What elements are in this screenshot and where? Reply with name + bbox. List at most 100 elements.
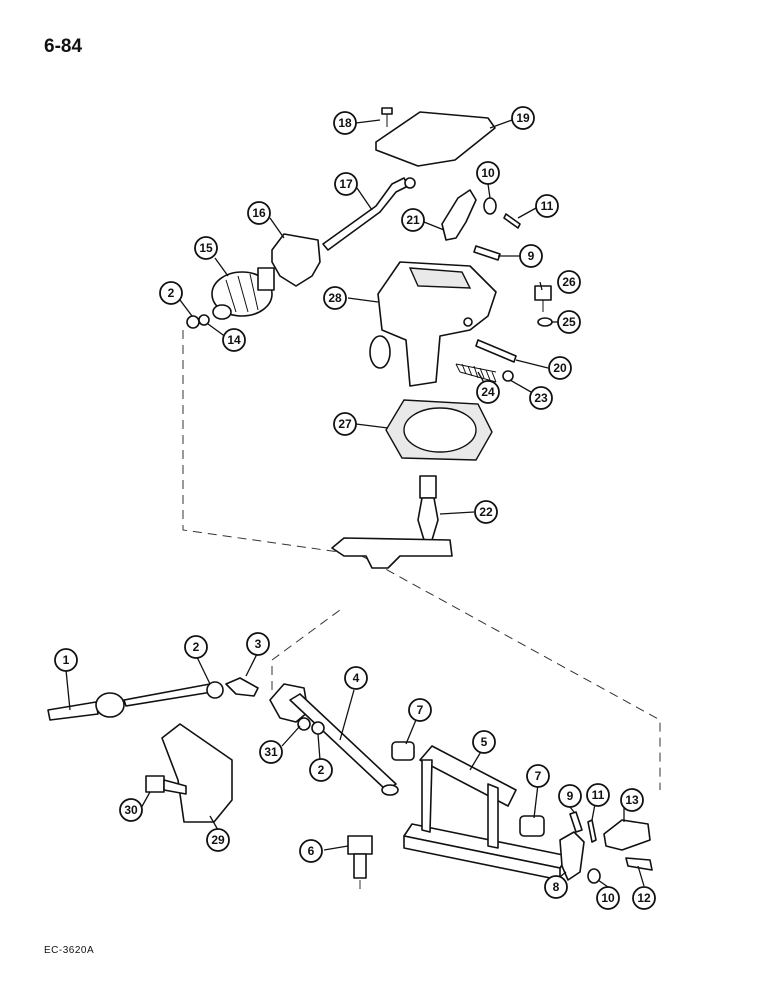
callout-27: 27 [333, 412, 357, 436]
page-number: 6-84 [44, 36, 83, 57]
callout-19: 19 [511, 106, 535, 130]
svg-text:26: 26 [562, 275, 576, 289]
nut-part-2-lower [206, 681, 224, 699]
callout-2-lower: 2 [184, 635, 208, 659]
svg-text:21: 21 [406, 213, 420, 227]
svg-text:30: 30 [124, 803, 138, 817]
callout-leaders [65, 119, 645, 888]
callout-11-lower: 11 [586, 783, 610, 807]
callout-16: 16 [247, 201, 271, 225]
nut-part-2-upper [186, 315, 200, 329]
svg-text:20: 20 [553, 361, 567, 375]
split-pin-part-11-upper [503, 213, 521, 229]
bolt-part-6 [347, 835, 373, 879]
svg-text:25: 25 [562, 315, 576, 329]
callout-21: 21 [401, 208, 425, 232]
svg-text:13: 13 [625, 793, 639, 807]
svg-text:27: 27 [338, 417, 352, 431]
svg-text:4: 4 [353, 671, 360, 685]
svg-text:5: 5 [481, 735, 488, 749]
callout-14: 14 [222, 328, 246, 352]
svg-text:16: 16 [252, 206, 266, 220]
pin-part-20 [475, 339, 517, 363]
callout-17: 17 [334, 172, 358, 196]
callout-23: 23 [529, 386, 553, 410]
lever-part-8 [559, 831, 585, 881]
svg-text:31: 31 [264, 745, 278, 759]
svg-text:18: 18 [338, 116, 352, 130]
svg-text:28: 28 [328, 291, 342, 305]
spring-part-24 [455, 363, 497, 383]
svg-text:11: 11 [541, 199, 554, 213]
bushing-part-7-left [391, 741, 415, 761]
callout-12: 12 [632, 886, 656, 910]
rubber-boot-part-15 [211, 267, 275, 320]
svg-text:15: 15 [199, 241, 213, 255]
gear-housing-part-28 [369, 261, 497, 387]
cover-plate-part-19 [375, 111, 496, 167]
svg-text:3: 3 [255, 637, 262, 651]
svg-text:23: 23 [534, 391, 548, 405]
svg-text:2: 2 [168, 286, 175, 300]
svg-text:7: 7 [535, 769, 542, 783]
svg-text:17: 17 [339, 177, 353, 191]
callout-7-right: 7 [526, 764, 550, 788]
svg-text:14: 14 [227, 333, 241, 347]
svg-text:2: 2 [318, 763, 325, 777]
clevis-part-13 [603, 819, 651, 851]
shift-rod-part-17 [322, 177, 416, 251]
svg-text:9: 9 [567, 789, 574, 803]
callout-1: 1 [54, 648, 78, 672]
bolt-part-30 [145, 775, 187, 795]
callout-24: 24 [476, 380, 500, 404]
svg-text:9: 9 [528, 249, 535, 263]
callout-25: 25 [557, 310, 581, 334]
svg-text:24: 24 [481, 385, 495, 399]
cable-part-1 [47, 683, 213, 721]
gasket-part-27 [385, 399, 493, 461]
mounting-plate-part-29 [161, 723, 233, 823]
reference-code: EC-3620A [44, 945, 95, 956]
callout-29: 29 [206, 828, 230, 852]
callout-26: 26 [557, 270, 581, 294]
lever-part-21 [441, 189, 477, 241]
bolt-part-12 [625, 857, 653, 871]
rod-end-part-3 [225, 677, 259, 697]
bushing-part-7-right [519, 815, 545, 837]
washer-part-31 [297, 717, 311, 731]
callout-2-upper: 2 [159, 281, 183, 305]
washer-part-25 [537, 317, 553, 327]
lever-shaft-part-4 [269, 683, 399, 796]
callout-4: 4 [344, 666, 368, 690]
callout-20: 20 [548, 356, 572, 380]
split-pin-part-11-lower [587, 819, 597, 843]
svg-text:29: 29 [211, 833, 225, 847]
nut-part-2-mid [311, 721, 325, 735]
callout-7-left: 7 [408, 698, 432, 722]
callout-10-upper: 10 [476, 161, 500, 185]
callout-8: 8 [544, 875, 568, 899]
bolt-part-26 [534, 285, 552, 312]
bracket-part-16 [271, 233, 321, 287]
pin-part-9-lower [569, 811, 583, 833]
svg-text:6: 6 [308, 844, 315, 858]
svg-text:10: 10 [481, 166, 495, 180]
svg-text:7: 7 [417, 703, 424, 717]
callout-9-upper: 9 [519, 244, 543, 268]
svg-text:10: 10 [601, 891, 615, 905]
callout-9-lower: 9 [558, 784, 582, 808]
callout-18: 18 [333, 111, 357, 135]
callout-15: 15 [194, 236, 218, 260]
callout-28: 28 [323, 286, 347, 310]
svg-text:2: 2 [193, 640, 200, 654]
svg-text:22: 22 [479, 505, 493, 519]
callout-6: 6 [299, 839, 323, 863]
svg-text:8: 8 [553, 880, 560, 894]
callout-3: 3 [246, 632, 270, 656]
washer-part-10-upper [483, 197, 497, 215]
support-assembly-part-5 [403, 745, 569, 881]
washer-part-14 [198, 314, 210, 326]
shaft-part-22 [331, 475, 453, 569]
callout-13: 13 [620, 788, 644, 812]
